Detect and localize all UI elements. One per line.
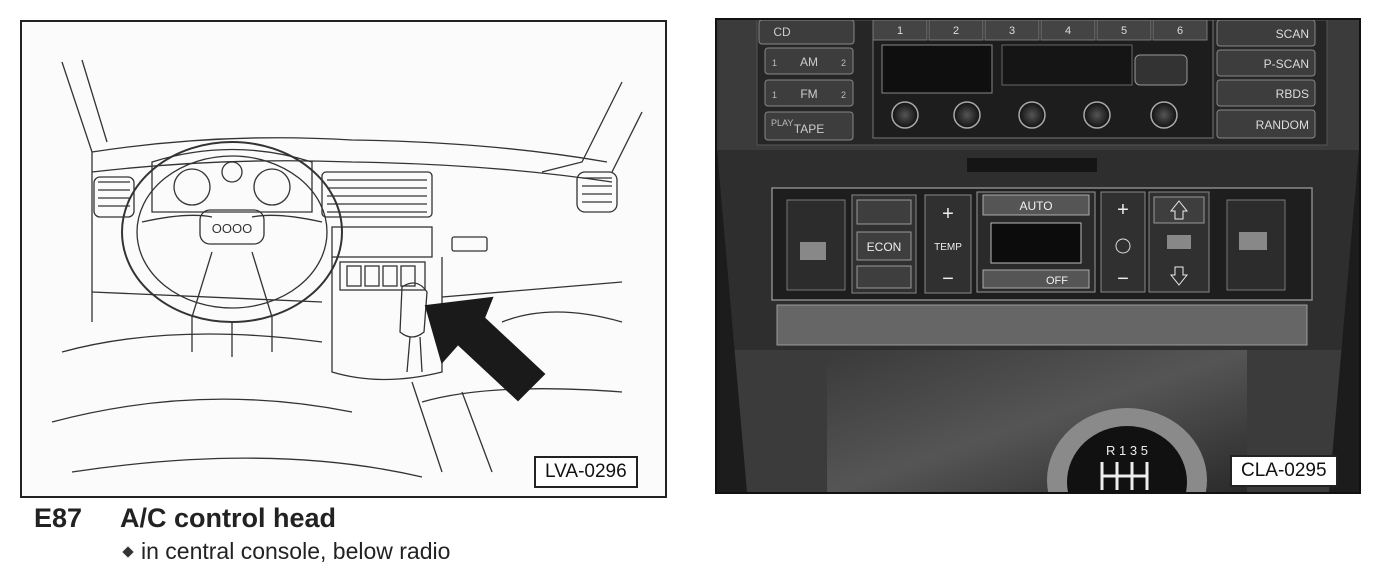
radio-play-label: PLAY xyxy=(771,118,793,128)
off-button: OFF xyxy=(1046,275,1068,287)
fan-icon xyxy=(1115,238,1131,254)
econ-button: ECON xyxy=(867,240,902,254)
preset-6: 6 xyxy=(1177,25,1183,37)
right-figure-label: CLA-0295 xyxy=(1230,455,1338,487)
bullet-icon xyxy=(122,545,134,558)
radio-rbds-label: RBDS xyxy=(1276,87,1309,101)
radio-small-label-2: 2 xyxy=(841,58,846,68)
dashboard-illustration: OOOO xyxy=(51,59,643,478)
component-code: E87 xyxy=(34,503,83,533)
fan-plus-button: + xyxy=(1117,199,1129,221)
radio-small-label-3: 1 xyxy=(772,90,777,100)
radio-cd-label: CD xyxy=(773,25,791,39)
location-arrow-icon xyxy=(424,296,546,402)
radio-fm-label: FM xyxy=(800,87,817,101)
dashboard-line-drawing: OOOO xyxy=(20,20,667,498)
preset-1: 1 xyxy=(897,25,903,37)
shift-pattern-icon xyxy=(1100,462,1149,490)
preset-4: 4 xyxy=(1065,25,1071,37)
radio-small-label-1: 1 xyxy=(772,58,777,68)
radio-random-label: RANDOM xyxy=(1256,118,1309,132)
radio-pscan-label: P-SCAN xyxy=(1264,57,1309,71)
location-note-text: in central console, below radio xyxy=(141,538,451,564)
component-title: A/C control head xyxy=(120,503,337,533)
radio-tape-label: TAPE xyxy=(794,122,824,136)
preset-3: 3 xyxy=(1009,25,1015,37)
location-note: in central console, below radio xyxy=(122,538,451,565)
console-photo-illustration: 1 2 3 4 5 6 CD AM FM TAPE xyxy=(717,20,1359,492)
steering-badge: OOOO xyxy=(212,221,252,236)
radio-scan-label: SCAN xyxy=(1276,27,1309,41)
left-figure-label: LVA-0296 xyxy=(534,456,638,488)
preset-2: 2 xyxy=(953,25,959,37)
radio-am-label: AM xyxy=(800,55,818,69)
console-photo: 1 2 3 4 5 6 CD AM FM TAPE xyxy=(715,18,1361,494)
preset-5: 5 xyxy=(1121,25,1127,37)
auto-button: AUTO xyxy=(1019,199,1052,213)
fan-minus-button: − xyxy=(1117,268,1129,290)
temp-minus-button: − xyxy=(942,268,954,290)
temp-plus-button: + xyxy=(942,203,954,225)
temp-label: TEMP xyxy=(934,242,962,253)
down-arrow-icon xyxy=(1169,266,1189,286)
radio-small-label-4: 2 xyxy=(841,90,846,100)
shift-pattern-label: R 1 3 5 xyxy=(1106,443,1148,458)
up-arrow-icon xyxy=(1169,200,1189,220)
